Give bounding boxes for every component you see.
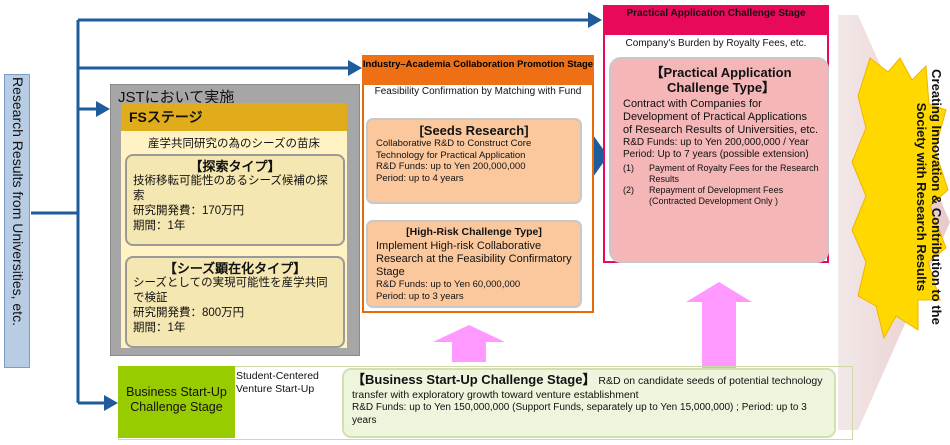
blue-connector-lines (31, 18, 590, 405)
seeds-research-box: [Seeds Research] Collaborative R&D to Co… (366, 118, 582, 204)
list-item: (2) Repayment of Development Fees (Contra… (623, 185, 819, 207)
list-item: (1) Payment of Royalty Fees for the Resea… (623, 163, 819, 185)
practical-application-type-box: 【Practical Application Challenge Type】 C… (609, 57, 829, 263)
practical-type-period: Period: Up to 7 years (possible extensio… (623, 149, 809, 160)
high-risk-funds: R&D Funds: up to Yen 60,000,000 (376, 279, 521, 290)
blue-arrowheads (96, 12, 602, 411)
list-item-text: Payment of Royalty Fees for the Research… (649, 163, 819, 184)
innovation-star-shape (851, 57, 949, 340)
exploration-type-desc: 技術移転可能性のあるシーズ候補の探索 (133, 175, 328, 202)
seeds-manifestation-desc: シーズとしての実現可能性を産学共同で検証 (133, 277, 328, 304)
innovation-star: Creating Innovation & Contribution to th… (862, 62, 946, 332)
research-results-bar: Research Results from Universities, etc. (4, 74, 30, 368)
list-item-number: (2) (623, 185, 634, 195)
seeds-research-desc: Collaborative R&D to Construct Core Tech… (376, 138, 532, 161)
business-startup-label: Business Start-Up Challenge Stage (118, 366, 235, 438)
high-risk-box: [High-Risk Challenge Type] Implement Hig… (366, 220, 582, 308)
high-risk-period: Period: up to 3 years (376, 290, 464, 302)
business-startup-box: 【Business Start-Up Challenge Stage】 R&D … (342, 368, 836, 438)
fs-stage-subtitle: 産学共同研究の為のシーズの苗床 (148, 138, 320, 150)
practical-application-title: Practical Application Challenge Stage (603, 5, 829, 35)
practical-type-title: 【Practical Application Challenge Type】 (650, 65, 792, 95)
jst-label: JSTにおいて実施 (118, 89, 235, 106)
practical-application-subtitle: Company's Burden by Royalty Fees, etc. (625, 38, 807, 49)
seeds-manifestation-title: 【シーズ顕在化タイプ】 (163, 261, 307, 276)
pink-up-arrows (433, 282, 752, 370)
business-startup-funds: R&D Funds: up to Yen 150,000,000 (Suppor… (352, 402, 807, 426)
exploration-type-period: 期間：1年 (133, 220, 186, 232)
exploration-type-funds: 研究開発費：170万円 (133, 205, 245, 217)
exploration-type-box: 【探索タイプ】 技術移転可能性のあるシーズ候補の探索 研究開発費：170万円 期… (125, 154, 345, 246)
business-startup-desc: R&D on candidate seeds of potential tech… (352, 375, 823, 401)
seeds-manifestation-period: 期間：1年 (133, 322, 186, 334)
exploration-type-title: 【探索タイプ】 (189, 159, 281, 174)
student-venture-label: Student-Centered Venture Start-Up (236, 370, 319, 395)
seeds-manifestation-funds: 研究開発費：800万円 (133, 307, 245, 319)
high-risk-desc: Implement High-risk Collaborative Resear… (376, 240, 572, 278)
industry-academia-title: Industry–Academia Collaboration Promotio… (362, 55, 594, 85)
seeds-manifestation-type-box: 【シーズ顕在化タイプ】 シーズとしての実現可能性を産学共同で検証 研究開発費：8… (125, 256, 345, 348)
list-item-number: (1) (623, 163, 634, 173)
list-item-text: Repayment of Development Fees (Contracte… (649, 185, 784, 206)
seeds-research-period: Period: up to 4 years (376, 172, 464, 184)
innovation-text: Creating Innovation & Contribution to th… (914, 69, 944, 325)
stage-transition-arrow (583, 135, 608, 177)
business-startup-title: 【Business Start-Up Challenge Stage】 (352, 372, 596, 387)
fs-stage-title: FSステージ (121, 103, 347, 131)
industry-academia-subtitle: Feasibility Confirmation by Matching wit… (374, 86, 582, 97)
practical-type-list: (1) Payment of Royalty Fees for the Resea… (623, 163, 819, 207)
high-risk-title: [High-Risk Challenge Type] (406, 226, 542, 238)
seeds-research-title: [Seeds Research] (419, 123, 529, 138)
practical-type-funds: R&D Funds: up to Yen 200,000,000 / Year (623, 137, 809, 148)
practical-type-desc: Contract with Companies for Development … (623, 98, 819, 136)
research-results-label: Research Results from Universities, etc. (10, 77, 26, 326)
seeds-research-funds: R&D Funds: up to Yen 200,000,000 (376, 161, 526, 172)
